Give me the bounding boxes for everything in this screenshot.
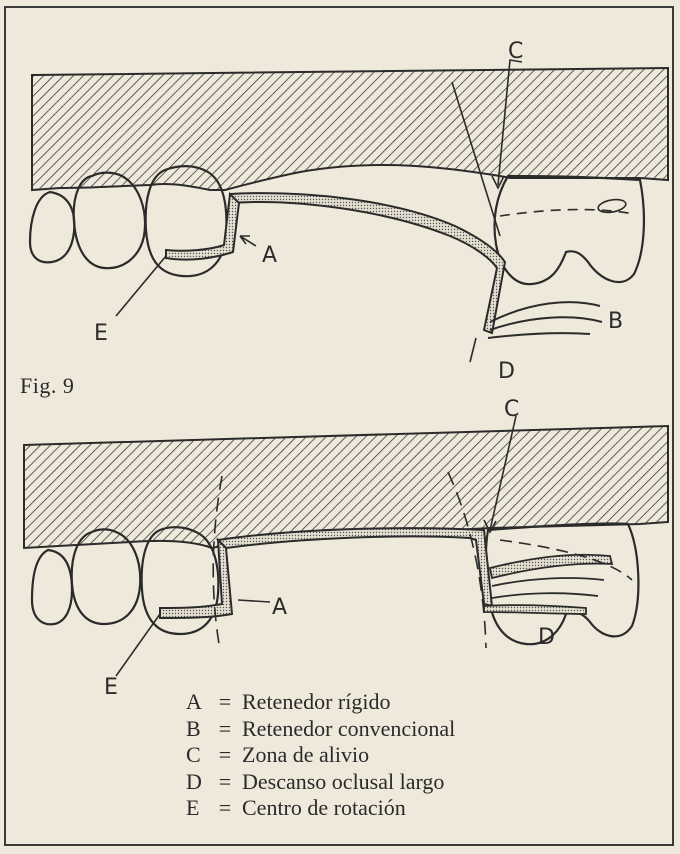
bottom-rigid-retainer [160,540,232,618]
top-label-d: D [498,359,515,384]
legend-equals: = [208,742,242,769]
bottom-occlusal-rest-3 [484,605,586,614]
legend-text: Centro de rotación [242,795,406,820]
legend-equals: = [208,769,242,796]
bottom-label-c: C [504,397,519,422]
top-rigid-retainer [166,194,239,260]
bottom-a-pointer [238,600,270,602]
legend-key: B [186,716,208,743]
bottom-label-a: A [272,595,287,620]
top-rotation-axis-lower [470,338,476,362]
top-a-pointer [240,236,256,246]
legend-equals: = [208,795,242,822]
top-label-a: A [262,243,277,268]
legend-item-a: A=Retenedor rígido [186,689,455,716]
legend-text: Zona de alivio [242,742,369,767]
bottom-occlusal-rest-2 [492,578,604,598]
legend-item-e: E=Centro de rotación [186,795,455,822]
legend-text: Retenedor rígido [242,689,390,714]
legend-equals: = [208,716,242,743]
legend-key: C [186,742,208,769]
legend-key: D [186,769,208,796]
legend-equals: = [208,689,242,716]
bottom-label-e: E [104,675,118,700]
top-tooth-1 [30,192,74,262]
bottom-occlusal-rest-1 [490,555,612,578]
legend: A=Retenedor rígido B=Retenedor convencio… [186,689,455,822]
bottom-e-pointer [116,614,160,676]
top-conventional-retainer [488,302,602,338]
legend-item-c: C=Zona de alivio [186,742,455,769]
figure-label: Fig. 9 [20,373,74,399]
bottom-tooth-1 [32,550,72,624]
top-diagram: C A B D E [30,39,668,384]
legend-key: A [186,689,208,716]
top-label-e: E [94,321,108,346]
top-hatched-ridge [32,68,668,190]
bottom-framework-bar [218,528,492,606]
top-label-b: B [608,309,623,334]
legend-text: Descanso oclusal largo [242,769,444,794]
top-occlusal-dash [500,210,634,216]
top-tooth-right [495,176,644,284]
legend-item-d: D=Descanso oclusal largo [186,769,455,796]
top-label-c: C [508,39,523,64]
bottom-diagram: C A D E [24,397,668,700]
legend-text: Retenedor convencional [242,716,455,741]
bottom-label-d: D [538,625,555,650]
legend-item-b: B=Retenedor convencional [186,716,455,743]
legend-key: E [186,795,208,822]
